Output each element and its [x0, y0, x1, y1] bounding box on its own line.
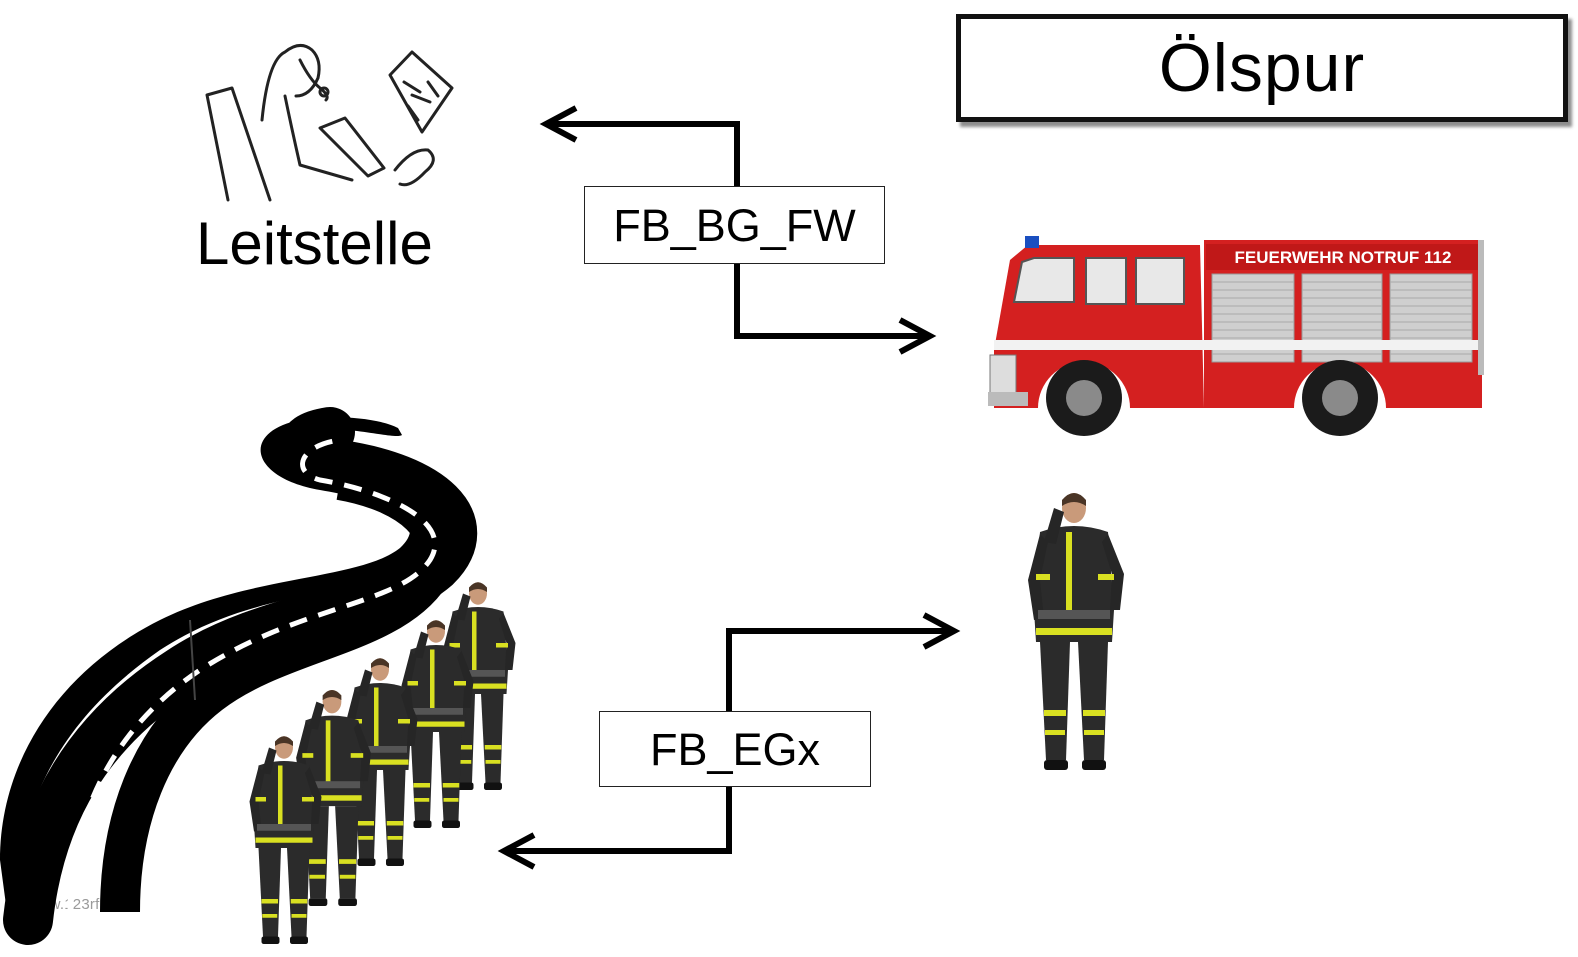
- dispatcher-icon: [205, 44, 454, 202]
- connector-fb-egx: [497, 612, 961, 870]
- arrow-to-fire-truck: [734, 264, 926, 339]
- road-icon: [0, 407, 478, 945]
- arrowhead-left: [539, 105, 578, 143]
- firefighter-icon: [1028, 493, 1124, 770]
- truck-lettering: FEUERWEHR NOTRUF 112: [1235, 248, 1452, 267]
- message-box-fb-egx: FB_EGx: [599, 711, 871, 787]
- connector-fb-bg-fw: [539, 105, 937, 355]
- fire-truck-icon: FEUERWEHR NOTRUF 112: [988, 236, 1484, 436]
- arrow-to-control-center: [548, 121, 740, 186]
- arrowhead-right: [898, 317, 937, 355]
- diagram-title: Ölspur: [956, 14, 1568, 122]
- control-center-label: Leitstelle: [196, 210, 433, 277]
- arrow-to-firefighter: [726, 628, 950, 711]
- arrowhead-left: [497, 832, 536, 870]
- arrow-to-firefighter-group: [508, 787, 732, 854]
- message-box-fb-bg-fw: FB_BG_FW: [584, 186, 885, 264]
- arrowhead-right: [922, 612, 961, 650]
